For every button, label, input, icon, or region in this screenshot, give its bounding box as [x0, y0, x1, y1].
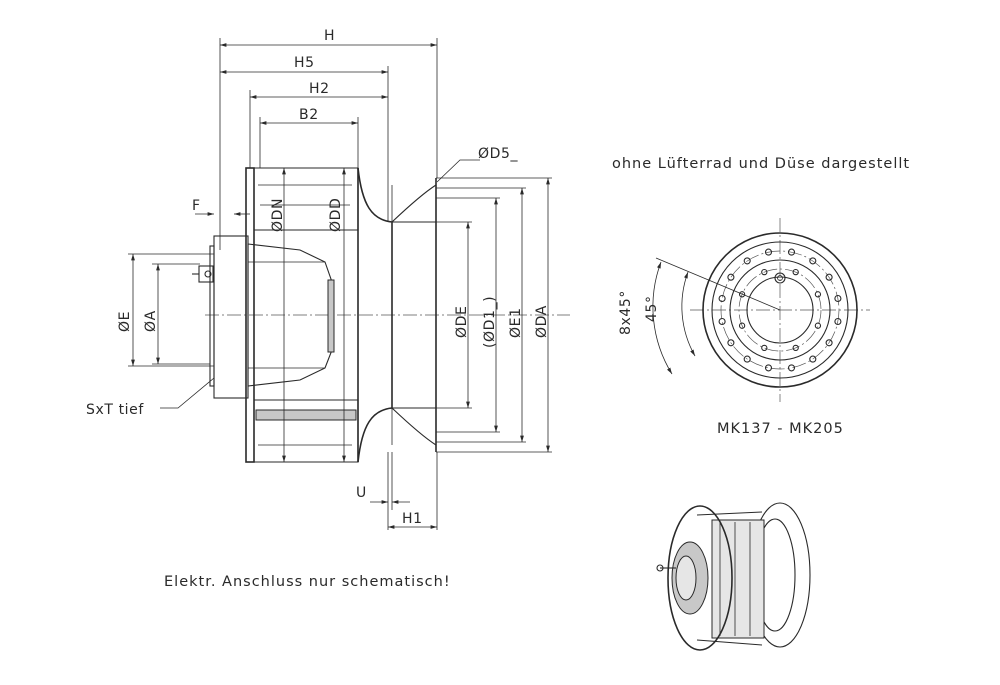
bolt-hole: [764, 248, 773, 256]
bolt-hole: [718, 317, 726, 326]
motor-shaft-end: [327, 279, 335, 353]
bolt-hole: [718, 294, 726, 303]
size-range: MK137 - MK205: [717, 421, 844, 437]
outer-flange: [702, 232, 858, 388]
dim-da: ØDA: [534, 305, 550, 338]
side-view: H H5 H2 B2 F ØD5_ ØDN ØDD ØE ØA: [86, 28, 570, 530]
iso-backplate: [667, 505, 733, 651]
dim-b2: B2: [299, 107, 319, 123]
bolt-hole: [761, 344, 768, 352]
bolt-hole: [792, 344, 799, 352]
dim-h5: H5: [294, 55, 315, 71]
bolt-hole: [809, 355, 817, 363]
bolt-hole: [727, 339, 735, 347]
dim-h1: H1: [402, 511, 423, 527]
dim-d5: ØD5_: [478, 146, 519, 162]
bolt-hole: [743, 257, 751, 265]
dim-e: ØE: [117, 311, 133, 332]
iso-blades: [711, 519, 765, 639]
bolt-hole: [834, 317, 842, 326]
bolt-hole: [764, 364, 773, 372]
dim-h: H: [324, 28, 335, 44]
footnote: Elektr. Anschluss nur schematisch!: [164, 574, 451, 590]
bolt-hole: [814, 291, 822, 298]
dim-d1: (ØD1_): [482, 296, 498, 348]
bolt-hole: [738, 291, 746, 298]
isometric-view: [656, 502, 811, 651]
motor-flange: [213, 235, 249, 399]
bolt-hole: [761, 268, 768, 276]
dim-f: F: [192, 198, 201, 214]
bolt-hole: [814, 322, 822, 329]
dim-dn: ØDN: [270, 198, 286, 232]
bolt-hole: [727, 273, 735, 281]
dim-sxt: SxT tief: [86, 402, 144, 418]
angle-45: 45°: [644, 295, 660, 322]
bolt-hole: [787, 248, 796, 256]
dim-a: ØA: [143, 310, 159, 332]
motor-face: [209, 245, 215, 387]
blade-shadow: [255, 409, 357, 421]
bolt-hole: [792, 268, 799, 276]
bolt-hole: [738, 322, 746, 329]
dim-u: U: [356, 485, 367, 501]
front-view-note: ohne Lüfterrad und Düse dargestellt: [612, 156, 910, 172]
dim-dd: ØDD: [328, 198, 344, 232]
terminal-gland: [774, 272, 786, 284]
front-view: ohne Lüfterrad und Düse dargestellt 8x45…: [612, 156, 910, 437]
dim-de: ØDE: [454, 306, 470, 338]
dim-h2: H2: [309, 81, 330, 97]
dim-e1: ØE1: [508, 307, 524, 338]
bolt-hole: [743, 355, 751, 363]
bolt-hole: [825, 339, 833, 347]
angle-holes: 8x45°: [618, 290, 634, 335]
bolt-hole: [834, 294, 842, 303]
inner-bolt-holes: [738, 268, 822, 352]
bolt-hole: [825, 273, 833, 281]
outer-bolt-holes: [718, 248, 842, 372]
blade-bottom: [254, 399, 359, 463]
bolt-hole: [787, 364, 796, 372]
bolt-hole: [809, 257, 817, 265]
